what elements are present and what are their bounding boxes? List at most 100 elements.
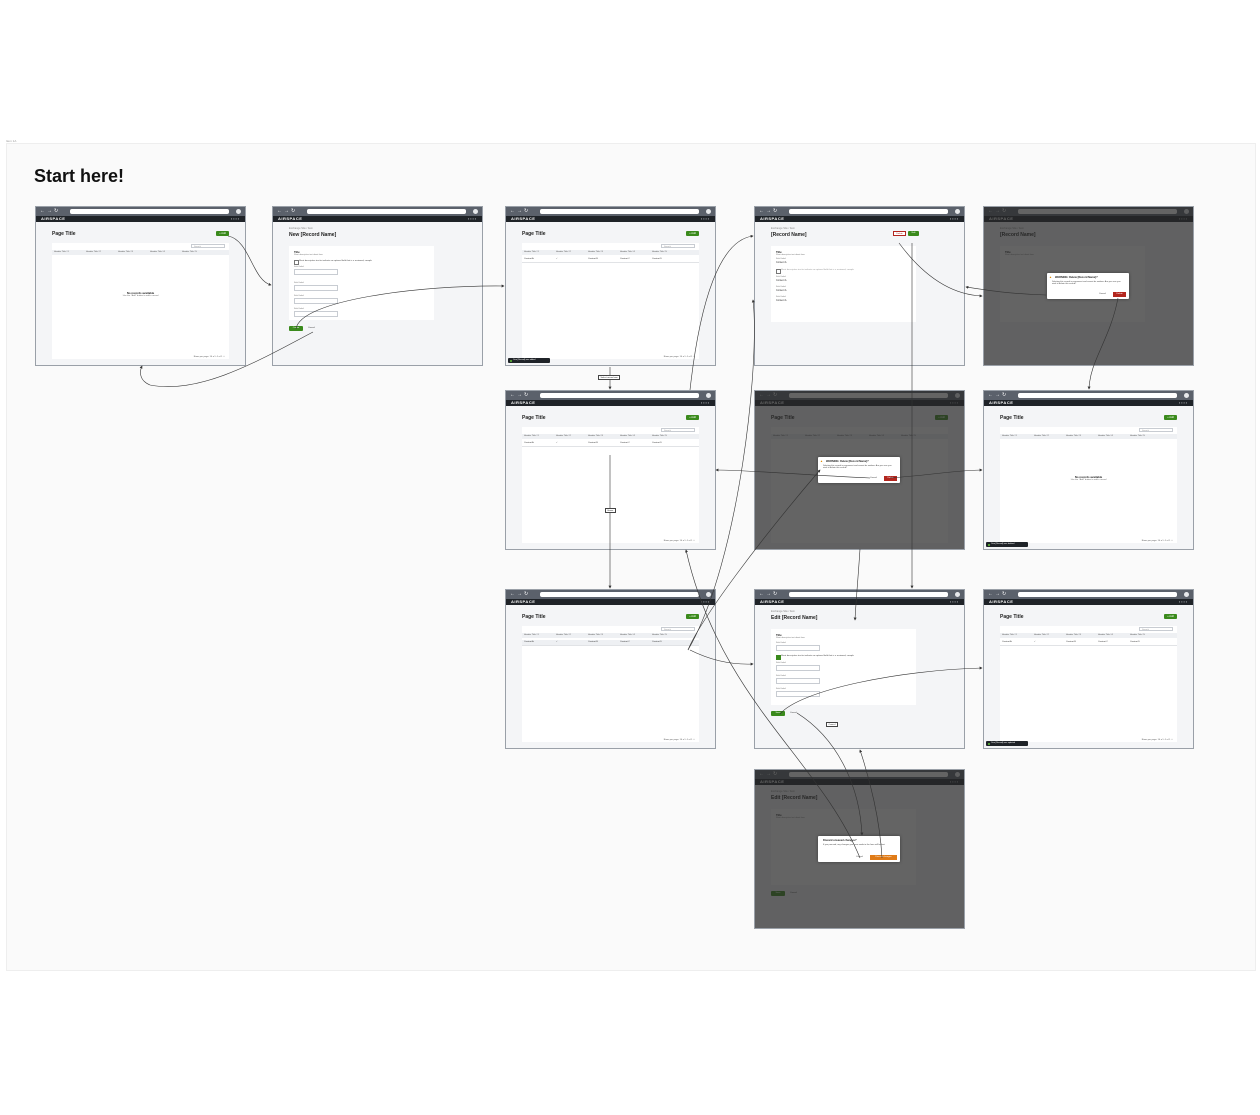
pagination[interactable]: Rows per page: 10 ▾ 1–1 of 1 ‹ › xyxy=(663,356,695,358)
app-logo[interactable]: AIRSPACE xyxy=(278,216,303,221)
modal-cancel-button[interactable]: Cancel xyxy=(1099,293,1106,295)
breadcrumb[interactable]: Exchange Site / Item xyxy=(771,227,795,230)
column-header[interactable]: Header Title #4 xyxy=(1098,435,1113,437)
app-logo[interactable]: AIRSPACE xyxy=(511,400,536,405)
column-header[interactable]: Header Title #1 xyxy=(54,251,69,253)
profile-icon[interactable] xyxy=(236,209,241,214)
address-bar[interactable] xyxy=(540,393,699,398)
modal-cancel-button[interactable]: Cancel xyxy=(870,477,877,479)
add-button[interactable]: + Add xyxy=(686,614,699,619)
profile-icon[interactable] xyxy=(706,592,711,597)
search-input[interactable]: Search xyxy=(661,428,695,432)
text-field[interactable] xyxy=(776,691,820,697)
search-input[interactable]: Search xyxy=(191,244,225,248)
address-bar[interactable] xyxy=(70,209,229,214)
cancel-link[interactable]: Cancel xyxy=(308,327,315,329)
add-button[interactable]: + Add xyxy=(1164,415,1177,420)
app-logo[interactable]: AIRSPACE xyxy=(41,216,66,221)
text-field[interactable] xyxy=(776,645,820,651)
address-bar[interactable] xyxy=(1018,592,1177,597)
column-header[interactable]: Header Title #3 xyxy=(118,251,133,253)
option-checkbox[interactable] xyxy=(294,260,299,265)
column-header[interactable]: Header Title #4 xyxy=(1098,634,1113,636)
column-header[interactable]: Header Title #5 xyxy=(1130,634,1145,636)
profile-icon[interactable] xyxy=(1184,393,1189,398)
profile-icon[interactable] xyxy=(706,209,711,214)
browser-nav-icons[interactable]: ←→↻ xyxy=(988,591,1009,597)
modal-cancel-button[interactable]: Cancel xyxy=(856,856,863,858)
column-header[interactable]: Header Title #3 xyxy=(1066,435,1081,437)
success-toast[interactable]: Your [Record] was updated xyxy=(986,741,1028,746)
column-header[interactable]: Header Title #5 xyxy=(182,251,197,253)
app-logo[interactable]: AIRSPACE xyxy=(989,599,1014,604)
column-header[interactable]: Header Title #1 xyxy=(524,251,539,253)
add-button[interactable]: + Add xyxy=(686,231,699,236)
pagination[interactable]: Rows per page: 10 ▾ 1–1 of 1 ‹ › xyxy=(1141,739,1173,741)
profile-icon[interactable] xyxy=(955,592,960,597)
text-field[interactable] xyxy=(294,269,338,275)
app-bar-icons[interactable]: ▪▪▪▪ xyxy=(950,600,959,604)
profile-icon[interactable] xyxy=(473,209,478,214)
browser-nav-icons[interactable]: ←→↻ xyxy=(277,208,298,214)
app-logo[interactable]: AIRSPACE xyxy=(760,216,785,221)
success-toast[interactable]: Your [Record] was added xyxy=(508,358,550,363)
column-header[interactable]: Header Title #2 xyxy=(556,435,571,437)
column-header[interactable]: Header Title #1 xyxy=(524,634,539,636)
column-header[interactable]: Header Title #2 xyxy=(556,634,571,636)
success-toast[interactable]: Your [Record] was deleted xyxy=(986,542,1028,547)
column-header[interactable]: Header Title #3 xyxy=(588,634,603,636)
create-button[interactable]: Create xyxy=(289,326,303,331)
profile-icon[interactable] xyxy=(955,209,960,214)
browser-nav-icons[interactable]: ←→↻ xyxy=(759,591,780,597)
profile-icon[interactable] xyxy=(706,393,711,398)
option-checkbox[interactable] xyxy=(776,655,781,660)
add-button[interactable]: + Add xyxy=(216,231,229,236)
column-header[interactable]: Header Title #4 xyxy=(150,251,165,253)
app-bar-icons[interactable]: ▪▪▪▪ xyxy=(231,217,240,221)
app-bar-icons[interactable]: ▪▪▪▪ xyxy=(701,217,710,221)
column-header[interactable]: Header Title #5 xyxy=(652,251,667,253)
add-button[interactable]: + Add xyxy=(1164,614,1177,619)
app-bar-icons[interactable]: ▪▪▪▪ xyxy=(468,217,477,221)
delete-button[interactable]: Delete xyxy=(893,231,906,236)
column-header[interactable]: Header Title #1 xyxy=(1002,435,1017,437)
address-bar[interactable] xyxy=(307,209,466,214)
browser-nav-icons[interactable]: ←→↻ xyxy=(510,591,531,597)
pagination[interactable]: Rows per page: 10 ▾ 1–1 of 1 ‹ › xyxy=(663,739,695,741)
browser-nav-icons[interactable]: ←→↻ xyxy=(759,208,780,214)
column-header[interactable]: Header Title #1 xyxy=(524,435,539,437)
column-header[interactable]: Header Title #1 xyxy=(1002,634,1017,636)
modal-delete-button[interactable]: Delete xyxy=(1113,292,1126,297)
column-header[interactable]: Header Title #5 xyxy=(652,435,667,437)
app-bar-icons[interactable]: ▪▪▪▪ xyxy=(1179,401,1188,405)
column-header[interactable]: Header Title #3 xyxy=(588,251,603,253)
text-field[interactable] xyxy=(294,311,338,317)
breadcrumb[interactable]: Exchange Site / Item xyxy=(289,227,313,230)
column-header[interactable]: Header Title #5 xyxy=(652,634,667,636)
address-bar[interactable] xyxy=(540,592,699,597)
address-bar[interactable] xyxy=(540,209,699,214)
app-logo[interactable]: AIRSPACE xyxy=(511,216,536,221)
search-input[interactable]: Search xyxy=(1139,627,1173,631)
browser-nav-icons[interactable]: ←→↻ xyxy=(510,208,531,214)
text-field[interactable] xyxy=(294,298,338,304)
app-bar-icons[interactable]: ▪▪▪▪ xyxy=(1179,600,1188,604)
pagination[interactable]: Rows per page: 10 ▾ 1–1 of 1 ‹ › xyxy=(193,356,225,358)
column-header[interactable]: Header Title #2 xyxy=(1034,435,1049,437)
search-input[interactable]: Search xyxy=(661,627,695,631)
app-logo[interactable]: AIRSPACE xyxy=(511,599,536,604)
app-logo[interactable]: AIRSPACE xyxy=(989,400,1014,405)
text-field[interactable] xyxy=(294,285,338,291)
cancel-link[interactable]: Cancel xyxy=(790,712,797,714)
pagination[interactable]: Rows per page: 10 ▾ 1–1 of 1 ‹ › xyxy=(1141,540,1173,542)
text-field[interactable] xyxy=(776,678,820,684)
column-header[interactable]: Header Title #4 xyxy=(620,251,635,253)
column-header[interactable]: Header Title #4 xyxy=(620,634,635,636)
address-bar[interactable] xyxy=(789,209,948,214)
column-header[interactable]: Header Title #2 xyxy=(86,251,101,253)
app-bar-icons[interactable]: ▪▪▪▪ xyxy=(950,217,959,221)
save-button[interactable]: Save xyxy=(771,711,785,716)
pagination[interactable]: Rows per page: 10 ▾ 1–1 of 1 ‹ › xyxy=(663,540,695,542)
